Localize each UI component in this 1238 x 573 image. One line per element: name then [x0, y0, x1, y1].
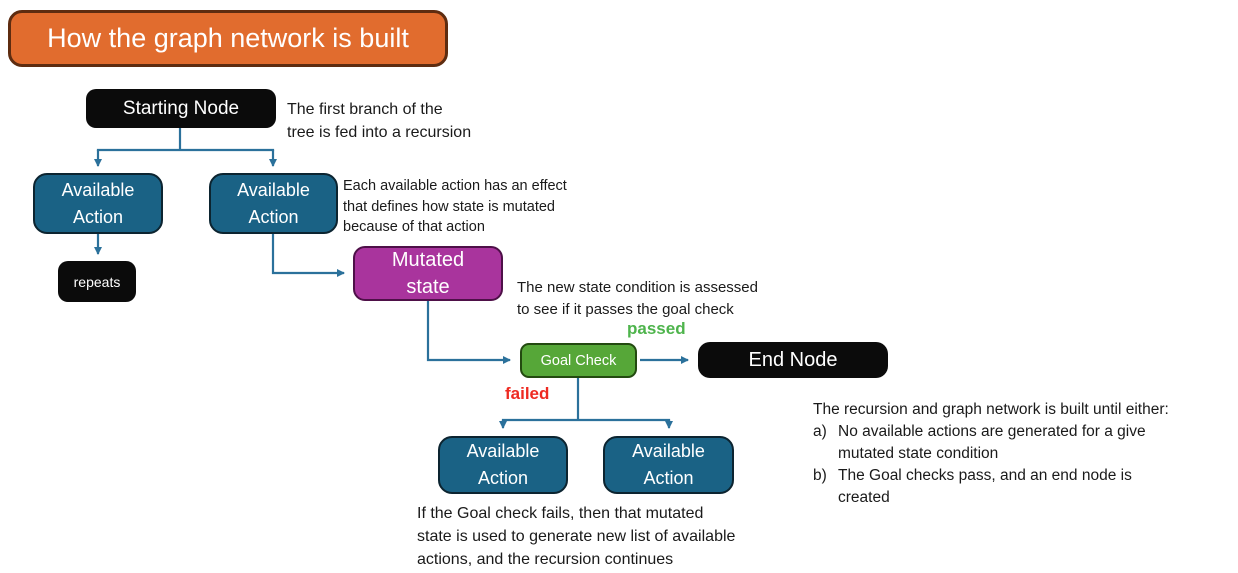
note-intro: The recursion and graph network is built…	[813, 401, 1169, 418]
node-mutated-state-label: Mutated state	[391, 248, 465, 298]
node-available-action-3: Available Action	[438, 436, 568, 494]
annotation-line: to see if it passes the goal check	[517, 301, 734, 318]
node-available-action-label: Available Action	[466, 441, 540, 488]
annotation-line: because of that action	[343, 219, 485, 235]
node-available-action-4: Available Action	[603, 436, 734, 494]
node-repeats-label: repeats	[73, 273, 121, 290]
annotation-new-state: The new state condition is assessed to s…	[517, 277, 758, 321]
annotation-line: state is used to generate new list of av…	[417, 528, 736, 545]
node-mutated-state: Mutated state	[353, 246, 503, 301]
annotation-line: that defines how state is mutated	[343, 198, 555, 215]
node-goal-check-label: Goal Check	[540, 352, 617, 369]
node-available-action-1: Available Action	[33, 173, 163, 234]
annotation-line: tree is fed into a recursion	[287, 124, 472, 141]
annotation-line: The first branch of the	[287, 101, 443, 118]
note-item-b: b) The Goal checks pass, and an end node…	[813, 465, 1238, 509]
edge-label-failed: failed	[505, 384, 550, 403]
list-marker: b)	[813, 467, 827, 484]
title-box: How the graph network is built	[8, 10, 448, 67]
note-line: The Goal checks pass, and an end node is	[838, 467, 1132, 484]
edge-label-passed: passed	[627, 319, 686, 338]
note-line: mutated state condition	[838, 445, 999, 462]
node-available-action-2: Available Action	[209, 173, 338, 234]
list-marker: a)	[813, 423, 827, 440]
page-title: How the graph network is built	[47, 23, 409, 53]
annotation-first-branch: The first branch of the tree is fed into…	[287, 98, 471, 144]
node-available-action-label: Available Action	[237, 179, 310, 227]
node-starting-label: Starting Node	[122, 97, 240, 119]
annotation-each-action: Each available action has an effect that…	[343, 176, 567, 238]
node-available-action-label: Available Action	[632, 441, 705, 488]
node-end-label: End Node	[748, 348, 838, 371]
node-starting: Starting Node	[86, 89, 276, 128]
annotation-line: actions, and the recursion continues	[417, 551, 674, 568]
node-repeats: repeats	[58, 261, 136, 302]
node-available-action-label: Available Action	[61, 179, 135, 227]
edge-to-goal-check	[426, 301, 511, 364]
note-line: created	[838, 489, 890, 506]
node-end: End Node	[698, 342, 888, 378]
annotation-line: The new state condition is assessed	[517, 279, 758, 296]
note-build-until: The recursion and graph network is built…	[813, 399, 1238, 509]
note-line: No available actions are generated for a…	[838, 423, 1146, 440]
node-goal-check: Goal Check	[520, 343, 637, 378]
note-item-text: No available actions are generated for a…	[838, 421, 1146, 465]
annotation-line: If the Goal check fails, then that mutat…	[417, 505, 704, 522]
edge-to-mutated-state	[271, 234, 345, 277]
annotation-if-fail: If the Goal check fails, then that mutat…	[417, 502, 735, 571]
note-item-text: The Goal checks pass, and an end node is…	[838, 465, 1132, 509]
note-item-a: a) No available actions are generated fo…	[813, 421, 1238, 465]
annotation-line: Each available action has an effect	[343, 178, 567, 194]
